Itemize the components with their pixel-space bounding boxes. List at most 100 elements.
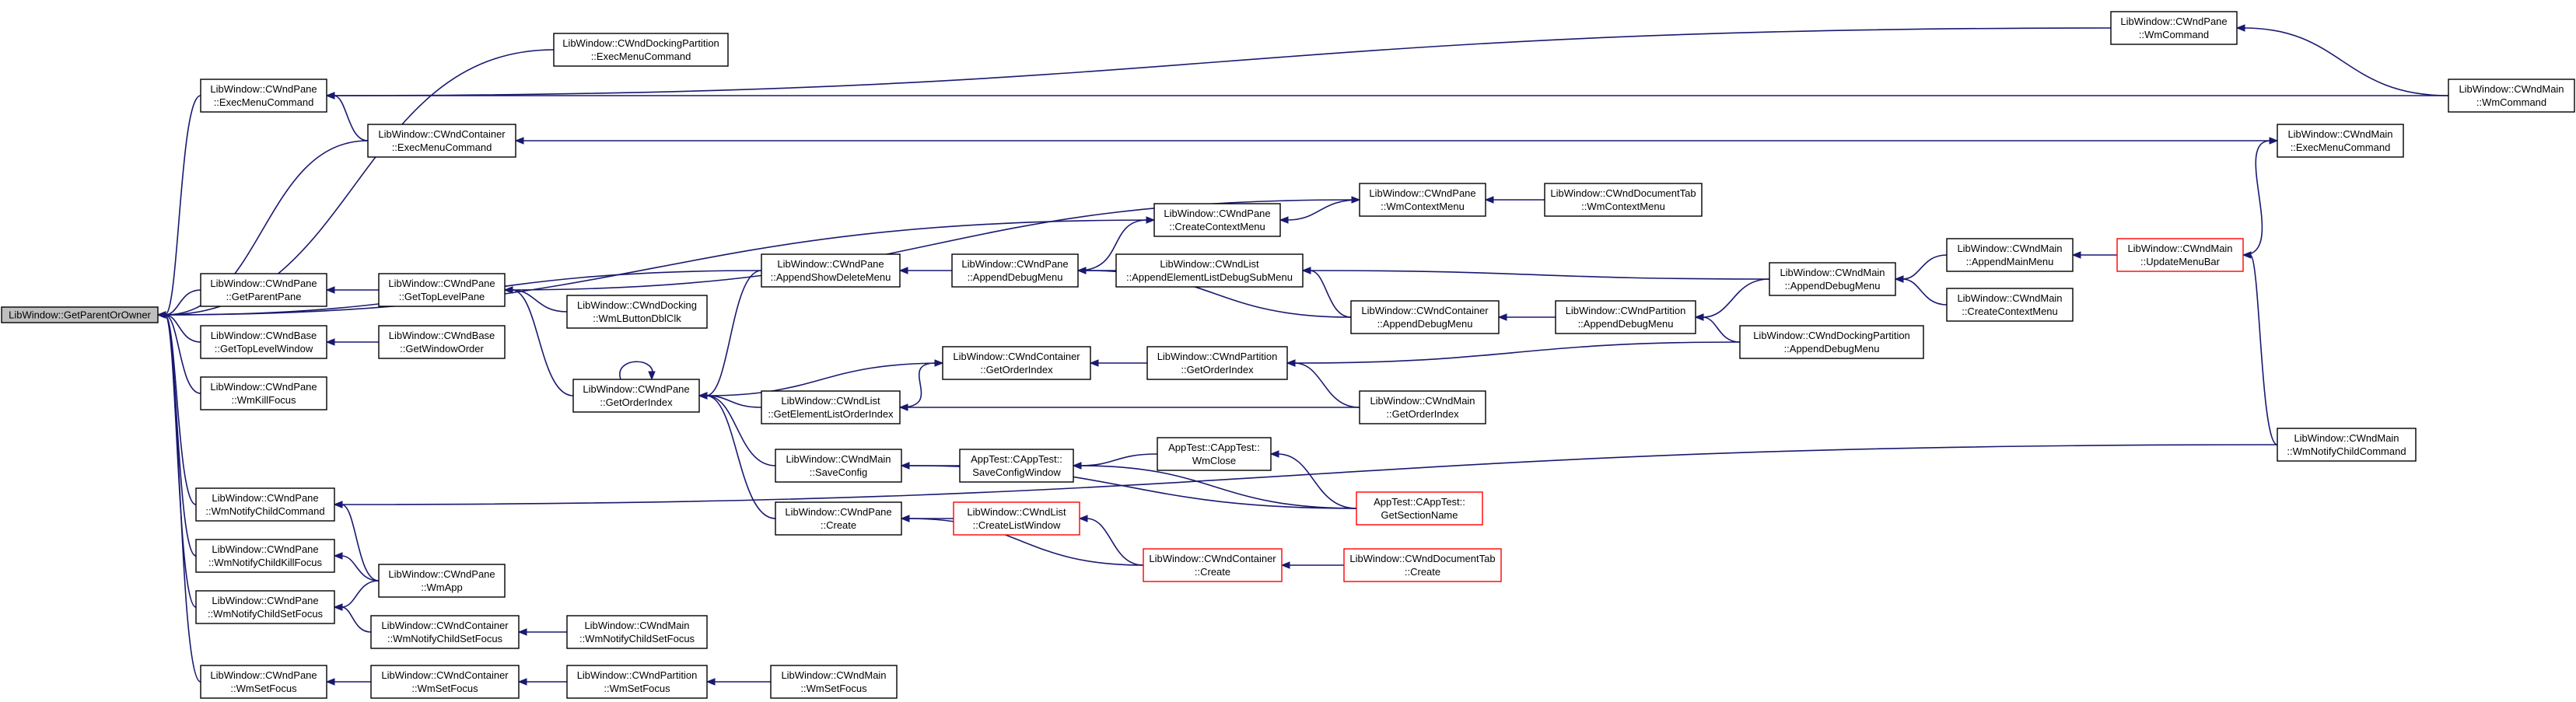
- function-node-pane_wmcmd[interactable]: LibWindow::CWndPane::WmCommand: [2110, 11, 2238, 45]
- function-node-pane_ctxmenu[interactable]: LibWindow::CWndPane::WmContextMenu: [1359, 183, 1486, 217]
- node-box[interactable]: [775, 501, 902, 536]
- node-box[interactable]: [953, 501, 1080, 536]
- function-node-main_exec[interactable]: LibWindow::CWndMain::ExecMenuCommand: [2277, 124, 2404, 158]
- function-node-part_getorder[interactable]: LibWindow::CWndPartition::GetOrderIndex: [1146, 346, 1288, 380]
- function-node-main_appenddebug[interactable]: LibWindow::CWndMain::AppendDebugMenu: [1769, 262, 1896, 296]
- function-node-main_notifychildcmd[interactable]: LibWindow::CWndMain::WmNotifyChildComman…: [2277, 428, 2417, 462]
- function-node-pane_killfocus[interactable]: LibWindow::CWndPane::WmKillFocus: [200, 376, 327, 410]
- function-node-pane_createctx[interactable]: LibWindow::CWndPane::CreateContextMenu: [1153, 203, 1281, 237]
- function-node-pane_parentpane[interactable]: LibWindow::CWndPane::GetParentPane: [200, 273, 327, 307]
- function-node-pane_toplevel[interactable]: LibWindow::CWndPane::GetTopLevelPane: [378, 273, 506, 307]
- node-box[interactable]: [1350, 300, 1500, 334]
- function-node-doctab_create[interactable]: LibWindow::CWndDocumentTab::Create: [1343, 548, 1502, 582]
- function-node-dockpart_exec[interactable]: LibWindow::CWndDockingPartition::ExecMen…: [553, 33, 729, 67]
- function-node-docking_dblclk[interactable]: LibWindow::CWndDocking::WmLButtonDblClk: [566, 295, 708, 329]
- function-node-pane_setfocus[interactable]: LibWindow::CWndPane::WmSetFocus: [200, 665, 327, 699]
- node-box[interactable]: [959, 449, 1074, 483]
- function-node-main_saveconfig[interactable]: LibWindow::CWndMain::SaveConfig: [775, 449, 902, 483]
- function-node-main_notifyset[interactable]: LibWindow::CWndMain::WmNotifyChildSetFoc…: [566, 615, 708, 649]
- node-box[interactable]: [2277, 428, 2417, 462]
- function-node-list_getorder[interactable]: LibWindow::CWndList::GetElementListOrder…: [761, 390, 901, 424]
- function-node-main_setfocus[interactable]: LibWindow::CWndMain::WmSetFocus: [770, 665, 898, 699]
- function-node-part_appenddebug[interactable]: LibWindow::CWndPartition::AppendDebugMen…: [1555, 300, 1696, 334]
- function-node-app_getsection[interactable]: AppTest::CAppTest::GetSectionName: [1356, 491, 1483, 526]
- node-box[interactable]: [1739, 325, 1924, 359]
- node-box[interactable]: [195, 539, 335, 573]
- node-box[interactable]: [775, 449, 902, 483]
- function-node-pane_appenddebug[interactable]: LibWindow::CWndPane::AppendDebugMenu: [951, 253, 1079, 288]
- function-node-list_createlistwin[interactable]: LibWindow::CWndList::CreateListWindow: [953, 501, 1080, 536]
- node-box[interactable]: [1157, 437, 1272, 471]
- function-node-pane_showdel[interactable]: LibWindow::CWndPane::AppendShowDeleteMen…: [761, 253, 901, 288]
- function-node-part_setfocus[interactable]: LibWindow::CWndPartition::WmSetFocus: [566, 665, 708, 699]
- function-node-pane_exec[interactable]: LibWindow::CWndPane::ExecMenuCommand: [200, 79, 327, 113]
- function-node-main_updatemenubar[interactable]: LibWindow::CWndMain::UpdateMenuBar: [2116, 238, 2244, 272]
- function-node-main_appendmain[interactable]: LibWindow::CWndMain::AppendMainMenu: [1946, 238, 2074, 272]
- node-box[interactable]: [1946, 288, 2074, 322]
- node-box[interactable]: [195, 487, 335, 522]
- node-box[interactable]: [1359, 183, 1486, 217]
- function-node-cont_notifyset[interactable]: LibWindow::CWndContainer::WmNotifyChildS…: [370, 615, 520, 649]
- node-box[interactable]: [1946, 238, 2074, 272]
- function-node-cont_create[interactable]: LibWindow::CWndContainer::Create: [1143, 548, 1283, 582]
- node-box[interactable]: [195, 590, 335, 624]
- node-box[interactable]: [367, 124, 516, 158]
- function-node-pane_create[interactable]: LibWindow::CWndPane::Create: [775, 501, 902, 536]
- function-node-pane_getorder[interactable]: LibWindow::CWndPane::GetOrderIndex: [572, 379, 700, 413]
- node-box[interactable]: [1769, 262, 1896, 296]
- function-node-pane_notifychildcmd[interactable]: LibWindow::CWndPane::WmNotifyChildComman…: [195, 487, 335, 522]
- node-box[interactable]: [1143, 548, 1283, 582]
- node-box[interactable]: [566, 295, 708, 329]
- node-box[interactable]: [378, 564, 506, 598]
- node-box[interactable]: [200, 273, 327, 307]
- node-box[interactable]: [566, 615, 708, 649]
- node-box[interactable]: [1, 306, 159, 323]
- node-box[interactable]: [761, 390, 901, 424]
- function-node-root[interactable]: LibWindow::GetParentOrOwner: [1, 306, 159, 323]
- function-node-app_wmclose[interactable]: AppTest::CAppTest::WmClose: [1157, 437, 1272, 471]
- node-box[interactable]: [200, 79, 327, 113]
- node-box[interactable]: [370, 665, 520, 699]
- node-box[interactable]: [951, 253, 1079, 288]
- node-box[interactable]: [2116, 238, 2244, 272]
- node-box[interactable]: [200, 665, 327, 699]
- node-box[interactable]: [1146, 346, 1288, 380]
- function-node-cont_appenddebug[interactable]: LibWindow::CWndContainer::AppendDebugMen…: [1350, 300, 1500, 334]
- node-box[interactable]: [378, 325, 506, 359]
- node-box[interactable]: [200, 325, 327, 359]
- function-node-base_winorder[interactable]: LibWindow::CWndBase::GetWindowOrder: [378, 325, 506, 359]
- function-node-base_toplevelwin[interactable]: LibWindow::CWndBase::GetTopLevelWindow: [200, 325, 327, 359]
- function-node-main_wmcmd[interactable]: LibWindow::CWndMain::WmCommand: [2448, 79, 2575, 113]
- function-node-list_debugsub[interactable]: LibWindow::CWndList::AppendElementListDe…: [1115, 253, 1304, 288]
- node-box[interactable]: [566, 665, 708, 699]
- function-node-main_createctx[interactable]: LibWindow::CWndMain::CreateContextMenu: [1946, 288, 2074, 322]
- function-node-pane_notifykill[interactable]: LibWindow::CWndPane::WmNotifyChildKillFo…: [195, 539, 335, 573]
- function-node-dockpart_appenddebug[interactable]: LibWindow::CWndDockingPartition::AppendD…: [1739, 325, 1924, 359]
- node-box[interactable]: [942, 346, 1091, 380]
- node-box[interactable]: [200, 376, 327, 410]
- node-box[interactable]: [770, 665, 898, 699]
- node-box[interactable]: [1115, 253, 1304, 288]
- function-node-main_getorder[interactable]: LibWindow::CWndMain::GetOrderIndex: [1359, 390, 1486, 424]
- node-box[interactable]: [1555, 300, 1696, 334]
- node-box[interactable]: [2277, 124, 2404, 158]
- node-box[interactable]: [1356, 491, 1483, 526]
- node-box[interactable]: [1359, 390, 1486, 424]
- node-box[interactable]: [553, 33, 729, 67]
- node-box[interactable]: [2448, 79, 2575, 113]
- node-box[interactable]: [1343, 548, 1502, 582]
- node-box[interactable]: [761, 253, 901, 288]
- node-box[interactable]: [1544, 183, 1703, 217]
- node-box[interactable]: [370, 615, 520, 649]
- function-node-pane_notifyset[interactable]: LibWindow::CWndPane::WmNotifyChildSetFoc…: [195, 590, 335, 624]
- node-box[interactable]: [2110, 11, 2238, 45]
- function-node-pane_wmapp[interactable]: LibWindow::CWndPane::WmApp: [378, 564, 506, 598]
- node-box[interactable]: [572, 379, 700, 413]
- function-node-cont_getorder[interactable]: LibWindow::CWndContainer::GetOrderIndex: [942, 346, 1091, 380]
- node-box[interactable]: [1153, 203, 1281, 237]
- function-node-cont_setfocus[interactable]: LibWindow::CWndContainer::WmSetFocus: [370, 665, 520, 699]
- node-box[interactable]: [378, 273, 506, 307]
- function-node-doctab_ctxmenu[interactable]: LibWindow::CWndDocumentTab::WmContextMen…: [1544, 183, 1703, 217]
- function-node-cont_exec[interactable]: LibWindow::CWndContainer::ExecMenuComman…: [367, 124, 516, 158]
- function-node-app_saveconfigwin[interactable]: AppTest::CAppTest::SaveConfigWindow: [959, 449, 1074, 483]
